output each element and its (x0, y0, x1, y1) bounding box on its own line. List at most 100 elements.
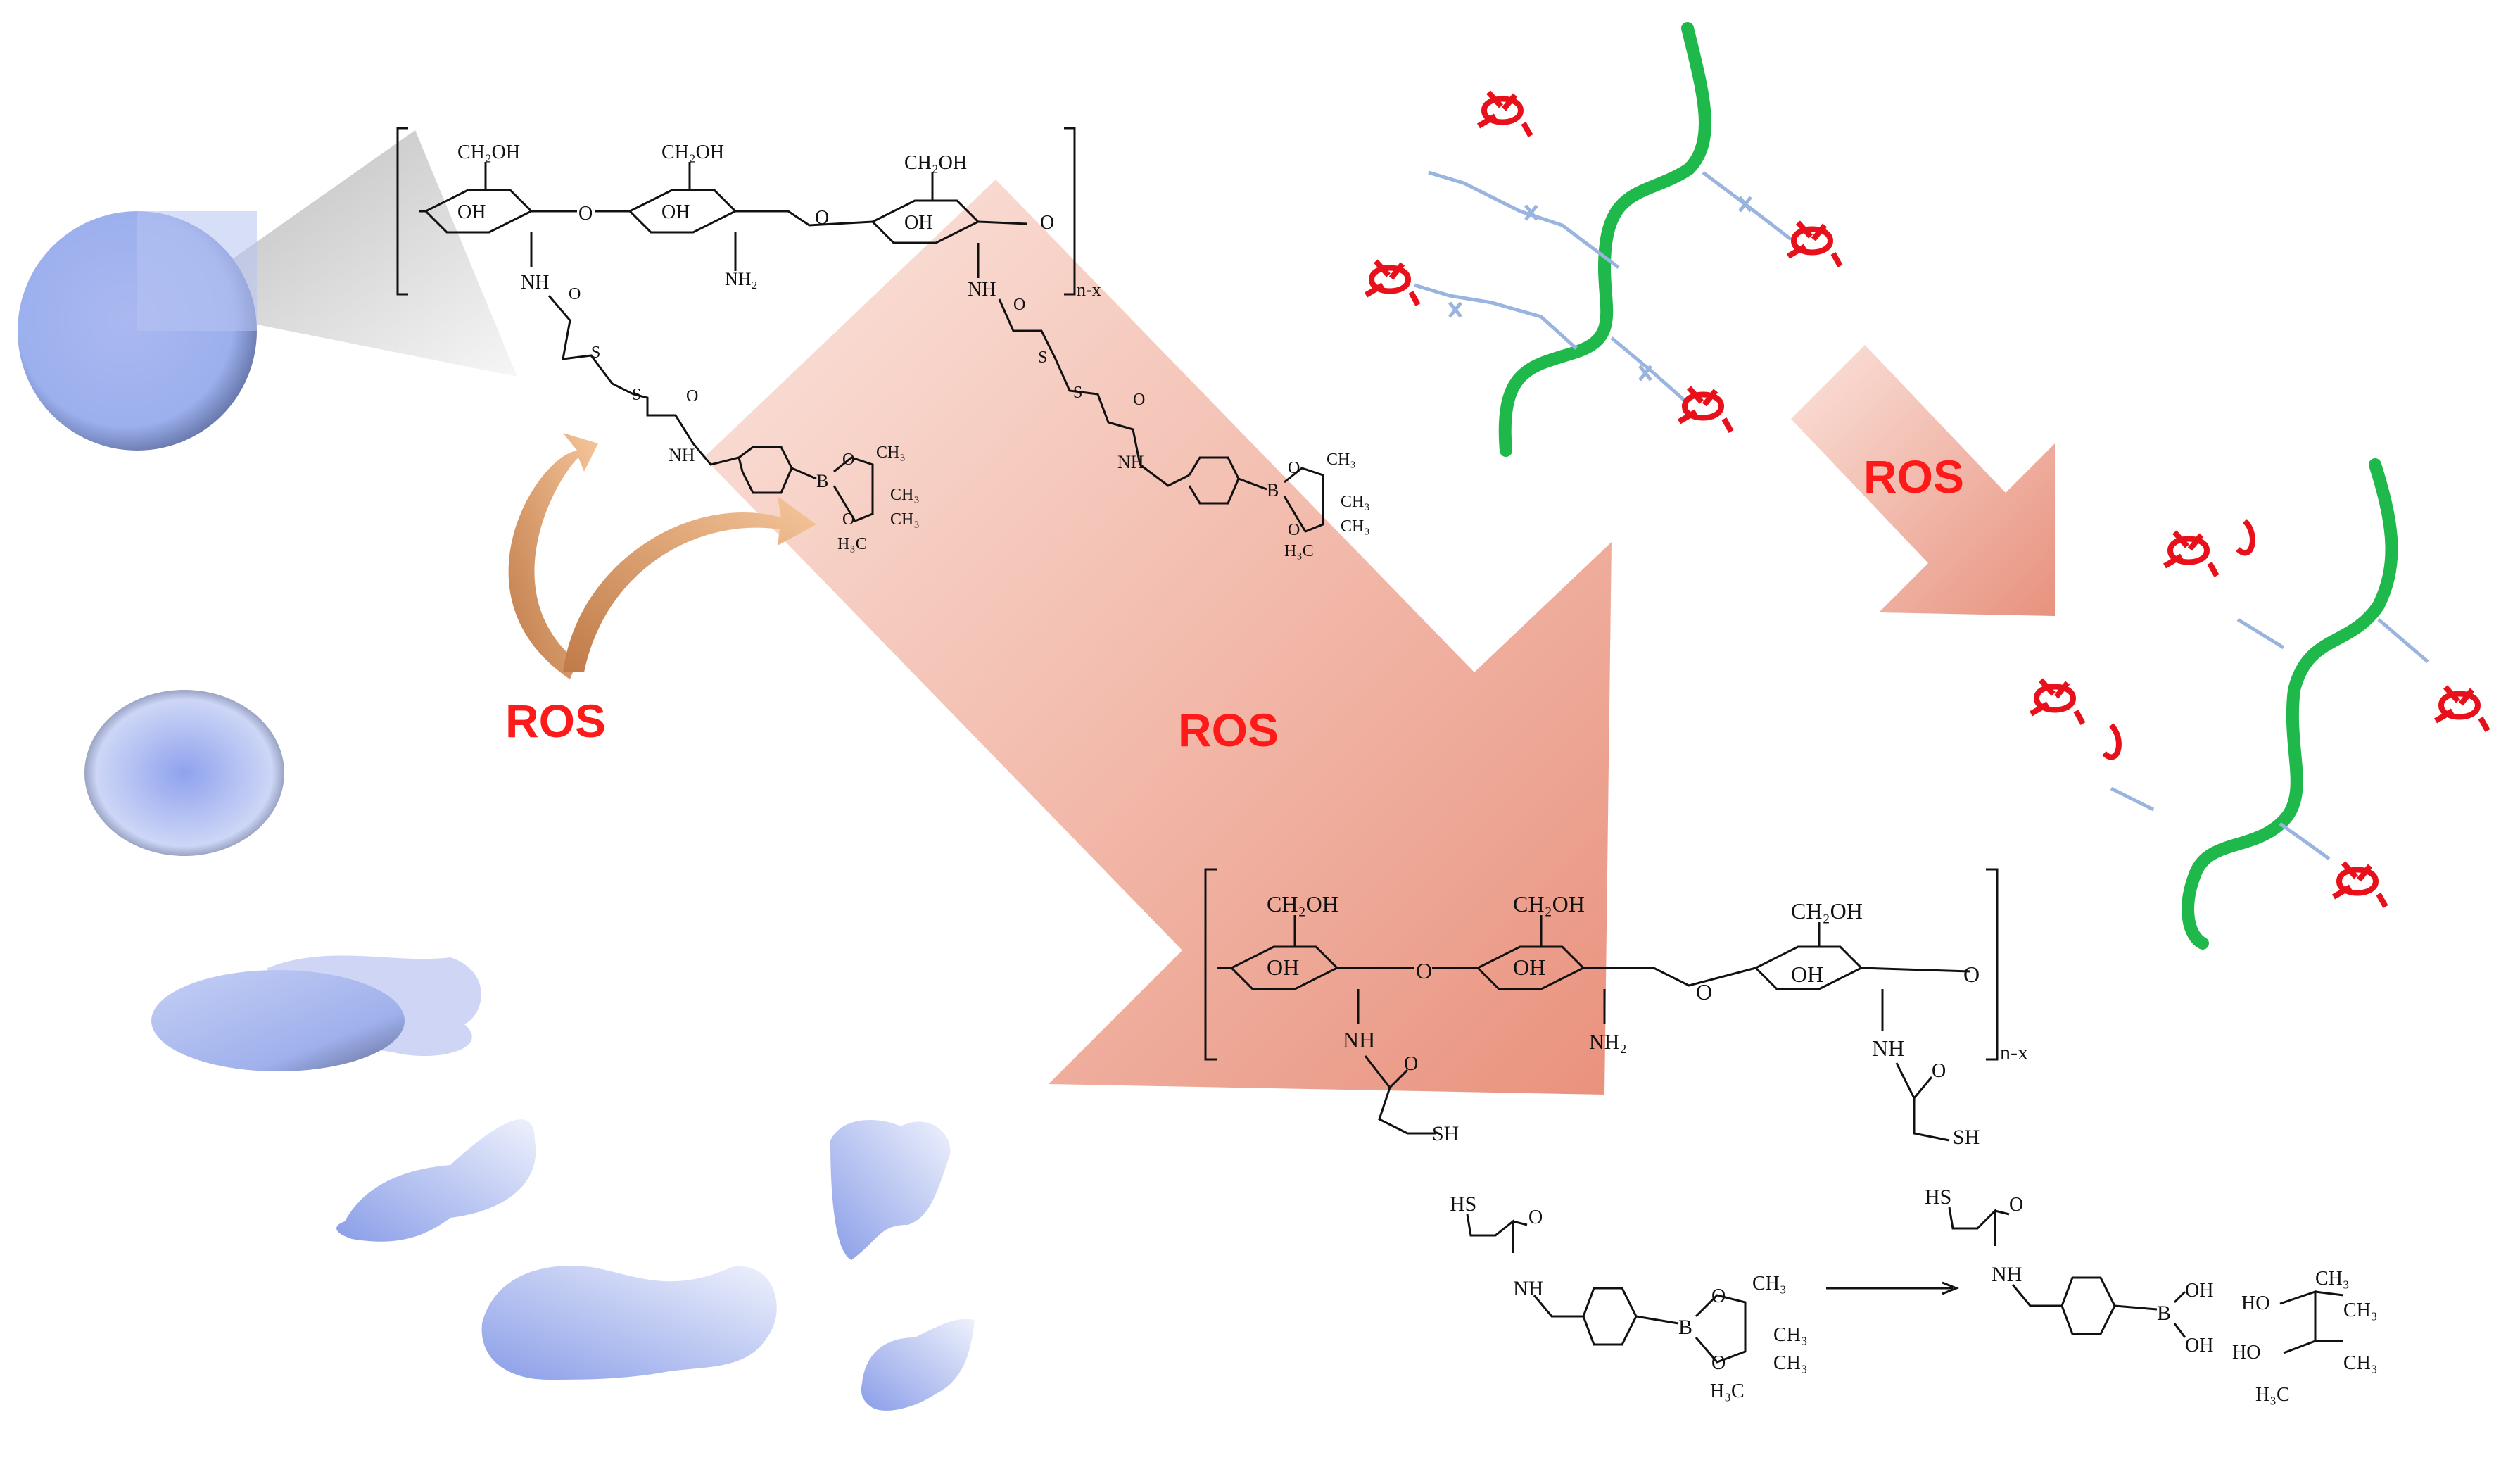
boron-label: B (816, 471, 828, 491)
ch3-label: CH₃ (890, 510, 920, 529)
nh-label: NH (1513, 1277, 1543, 1300)
ch3-label: CH₃ (1341, 517, 1370, 536)
h3c-label: H₃C (837, 535, 867, 553)
hs-label: HS (1925, 1185, 1951, 1209)
nh-label: NH (521, 272, 549, 294)
deformed-nanoparticle (336, 1119, 536, 1242)
sulfur-label: S (591, 344, 600, 362)
o-label: O (1040, 212, 1054, 234)
ch3-label: CH₃ (890, 486, 920, 504)
o-label: O (569, 285, 581, 303)
curved-arrow-to-boronate (563, 496, 816, 672)
oh-label: OH (904, 212, 932, 234)
sphere-nanoparticle-icon (18, 211, 257, 451)
sulfur-label: S (1073, 384, 1082, 402)
ho-label: HO (2241, 1292, 2269, 1314)
oh-label: OH (1513, 955, 1545, 980)
o-label: O (686, 387, 698, 405)
flattened-nanoparticle (151, 955, 481, 1071)
drug-molecule-icon (1366, 261, 1418, 305)
nh2-label: NH₂ (725, 269, 758, 289)
small-ros-arrow (1791, 345, 2055, 616)
nh-label: NH (1872, 1035, 1904, 1061)
ros-label-right: ROS (1863, 451, 1964, 503)
nh-label: NH (1343, 1027, 1375, 1052)
ch2oh-label: CH₂OH (457, 141, 520, 163)
repeat-unit-label: n-x (2000, 1041, 2028, 1064)
ch3-label: CH₃ (1752, 1273, 1787, 1295)
o-label: O (1711, 1285, 1726, 1307)
o-label: O (815, 207, 829, 229)
nh-label: NH (669, 445, 695, 465)
o-label: O (1013, 296, 1025, 314)
boron-label: B (1678, 1316, 1692, 1339)
ch2oh-label: CH₂OH (1513, 891, 1585, 917)
drug-molecule-icon (2031, 680, 2083, 724)
h3c-label: H₃C (1710, 1380, 1745, 1402)
o-label: O (1404, 1053, 1418, 1075)
oh-label: OH (2185, 1335, 2213, 1356)
polymer-chain-after-ros (2031, 458, 2488, 950)
polymer-chain-icon (1366, 22, 1840, 457)
drug-molecule-icon (2436, 687, 2488, 731)
sulfur-label: S (632, 386, 641, 404)
o-label: O (1288, 521, 1300, 539)
h3c-label: H₃C (2255, 1384, 2290, 1406)
drug-molecule-icon (1788, 222, 1840, 266)
drug-molecule-icon (1679, 388, 1731, 432)
big-ros-arrow (704, 180, 1612, 1095)
ch2oh-label: CH₂OH (661, 141, 724, 163)
sh-label: SH (1953, 1126, 1980, 1149)
curved-arrow-to-disulfide (508, 433, 598, 679)
ros-label-left: ROS (505, 695, 606, 747)
hs-label: HS (1450, 1192, 1476, 1216)
drug-molecule-icon (1479, 92, 1531, 136)
o-label: O (1133, 391, 1145, 409)
deformed-nanoparticle (830, 1120, 951, 1260)
nh2-label: NH₂ (1589, 1031, 1627, 1054)
oh-label: OH (1267, 955, 1299, 980)
o-label: O (842, 510, 854, 529)
oh-label: OH (2185, 1280, 2213, 1302)
ch3-label: CH₃ (1327, 451, 1356, 469)
thiolated-chitosan-structure: n-x CH₂OH CH₂OH CH₂OH OH OH OH O O O NH … (1204, 868, 2028, 1149)
oh-label: OH (1791, 962, 1823, 987)
o-label: O (1963, 962, 1980, 987)
sulfur-label: S (1038, 348, 1047, 367)
o-label: O (1696, 979, 1712, 1005)
ho-label: HO (2232, 1342, 2260, 1364)
ch3-label: CH₃ (1773, 1324, 1808, 1346)
ch2oh-label: CH₂OH (904, 152, 967, 174)
nh-label: NH (1117, 452, 1144, 472)
ellipsoid-nanoparticle (84, 690, 284, 856)
oh-label: OH (661, 201, 690, 223)
o-label: O (1416, 958, 1432, 983)
ros-label-center: ROS (1178, 704, 1279, 756)
nh-label: NH (1992, 1263, 2022, 1286)
ch3-label: CH₃ (876, 443, 906, 462)
o-label: O (1288, 459, 1300, 477)
o-label: O (1932, 1060, 1946, 1082)
deformed-nanoparticle (481, 1266, 777, 1380)
nh-label: NH (968, 279, 996, 301)
ch3-label: CH₃ (2315, 1268, 2350, 1290)
ch3-label: CH₃ (2343, 1299, 2378, 1321)
o-label: O (842, 451, 854, 469)
chitosan-prodrug-structure: n-x CH₂OH CH₂OH CH₂OH OH OH OH O O O NH … (396, 127, 1370, 560)
ch3-label: CH₃ (1341, 493, 1370, 511)
boronate-cleavage-reaction: HS O NH B O O CH₃ CH₃ CH₃ H₃C HS O NH B … (1450, 1185, 2378, 1406)
drug-molecule-icon (2165, 532, 2217, 576)
deformed-nanoparticle (861, 1318, 975, 1411)
ch3-label: CH₃ (2343, 1352, 2378, 1374)
h3c-label: H₃C (1284, 542, 1314, 560)
boron-label: B (2157, 1302, 2171, 1325)
ch3-label: CH₃ (1773, 1352, 1808, 1374)
boron-label: B (1267, 480, 1279, 500)
o-label: O (1711, 1352, 1726, 1374)
oh-label: OH (457, 201, 486, 223)
o-label: O (578, 203, 593, 225)
sh-label: SH (1432, 1122, 1459, 1145)
o-label: O (2009, 1194, 2023, 1216)
ch2oh-label: CH₂OH (1791, 898, 1863, 924)
